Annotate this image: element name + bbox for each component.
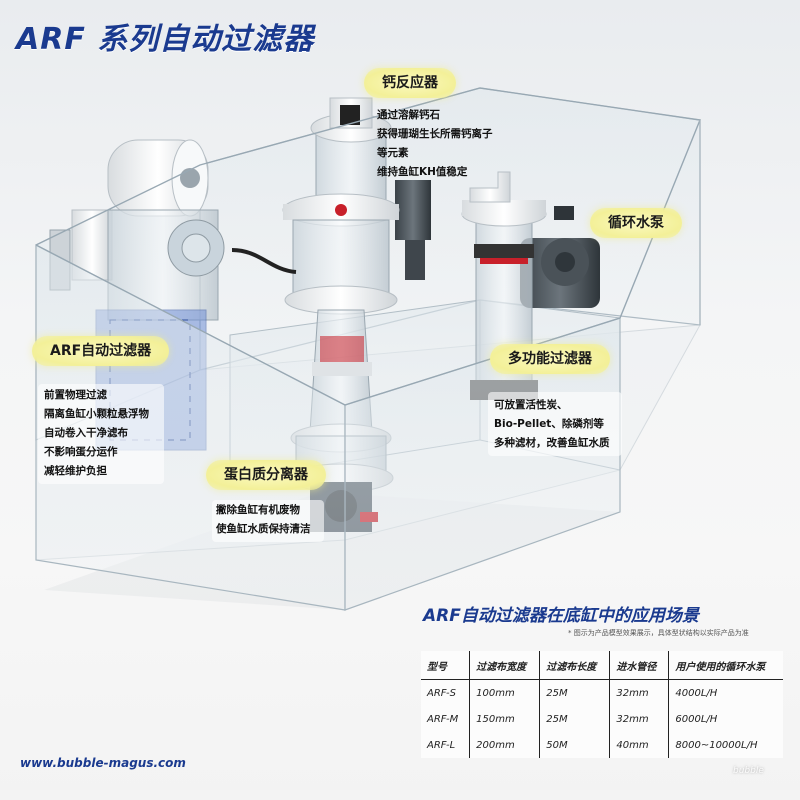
multi-filter-line: 可放置活性炭、 xyxy=(494,399,568,411)
table-cell: 40mm xyxy=(609,732,669,758)
table-cell: 100mm xyxy=(469,679,540,706)
table-cell: 32mm xyxy=(609,679,669,706)
table-cell: 200mm xyxy=(469,732,540,758)
calcium-reactor-line: 获得珊瑚生长所需钙离子 xyxy=(377,128,493,140)
arf-filter-line: 前置物理过滤 xyxy=(44,389,107,401)
arf-filter-line: 不影响蛋分运作 xyxy=(44,446,118,458)
table-cell: 25M xyxy=(539,679,610,706)
calcium-reactor-description: 通过溶解钙石 获得珊瑚生长所需钙离子 等元素 维持鱼缸KH值稳定 xyxy=(377,106,493,182)
table-cell: 8000~10000L/H xyxy=(668,732,783,758)
multi-filter-description-box xyxy=(488,392,622,456)
protein-skimmer-description: 撇除鱼缸有机废物 使鱼缸水质保持清洁 xyxy=(216,501,311,539)
table-cell: 50M xyxy=(539,732,610,758)
table-row: ARF-L 200mm 50M 40mm 8000~10000L/H xyxy=(421,732,783,758)
spec-header-model: 型号 xyxy=(421,651,470,680)
watermark: bubble xyxy=(733,766,764,776)
spec-table: 型号 过滤布宽度 过滤布长度 进水管径 用户使用的循环水泵 ARF-S 100m… xyxy=(421,651,783,758)
circulation-pump-label: 循环水泵 xyxy=(590,208,682,238)
page-title: ARF 系列自动过滤器 xyxy=(16,22,315,57)
table-cell: 32mm xyxy=(609,706,669,732)
table-cell: ARF-L xyxy=(427,739,456,751)
calcium-reactor-label: 钙反应器 xyxy=(364,68,456,98)
spec-header-cloth-length: 过滤布长度 xyxy=(539,651,610,680)
table-cell: 150mm xyxy=(469,706,540,732)
table-cell: 6000L/H xyxy=(668,706,783,732)
table-cell: ARF-S xyxy=(427,687,456,699)
protein-skimmer-line: 撇除鱼缸有机废物 xyxy=(216,504,300,516)
arf-filter-line: 减轻维护负担 xyxy=(44,465,107,477)
calcium-reactor-line: 等元素 xyxy=(377,147,409,159)
table-row: ARF-M 150mm 25M 32mm 6000L/H xyxy=(421,706,783,732)
protein-skimmer-label: 蛋白质分离器 xyxy=(206,460,326,490)
table-cell: ARF-M xyxy=(427,713,459,725)
multi-filter-line: Bio-Pellet、除磷剂等 xyxy=(494,418,604,430)
multi-filter-line: 多种滤材，改善鱼缸水质 xyxy=(494,437,610,449)
multi-filter-label: 多功能过滤器 xyxy=(490,344,610,374)
spec-header-inlet-diameter: 进水管径 xyxy=(609,651,669,680)
arf-filter-line: 自动卷入干净滤布 xyxy=(44,427,128,439)
calcium-reactor-line: 维持鱼缸KH值稳定 xyxy=(377,166,468,178)
arf-filter-line: 隔离鱼缸小颗粒悬浮物 xyxy=(44,408,149,420)
arf-filter-description: 前置物理过滤 隔离鱼缸小颗粒悬浮物 自动卷入干净滤布 不影响蛋分运作 减轻维护负… xyxy=(44,386,149,481)
table-row: ARF-S 100mm 25M 32mm 4000L/H xyxy=(421,679,783,706)
arf-filter-label: ARF自动过滤器 xyxy=(32,336,170,366)
application-section-title: ARF自动过滤器在底缸中的应用场景 xyxy=(423,606,699,626)
multi-filter-description: 可放置活性炭、 Bio-Pellet、除磷剂等 多种滤材，改善鱼缸水质 xyxy=(494,396,610,453)
spec-header-cloth-width: 过滤布宽度 xyxy=(469,651,540,680)
table-cell: 4000L/H xyxy=(668,679,783,706)
calcium-reactor-line: 通过溶解钙石 xyxy=(377,109,440,121)
protein-skimmer-description-box xyxy=(212,500,324,542)
spec-header-pump-flow: 用户使用的循环水泵 xyxy=(668,651,783,680)
table-cell: 25M xyxy=(539,706,610,732)
arf-filter-description-box xyxy=(38,384,164,484)
spec-table-header-row: 型号 过滤布宽度 过滤布长度 进水管径 用户使用的循环水泵 xyxy=(421,651,783,680)
website-link[interactable]: www.bubble-magus.com xyxy=(20,756,186,770)
disclaimer-note: * 图示为产品模型效果展示，具体型状结构以实际产品为准 xyxy=(568,629,749,637)
protein-skimmer-line: 使鱼缸水质保持清洁 xyxy=(216,523,311,535)
